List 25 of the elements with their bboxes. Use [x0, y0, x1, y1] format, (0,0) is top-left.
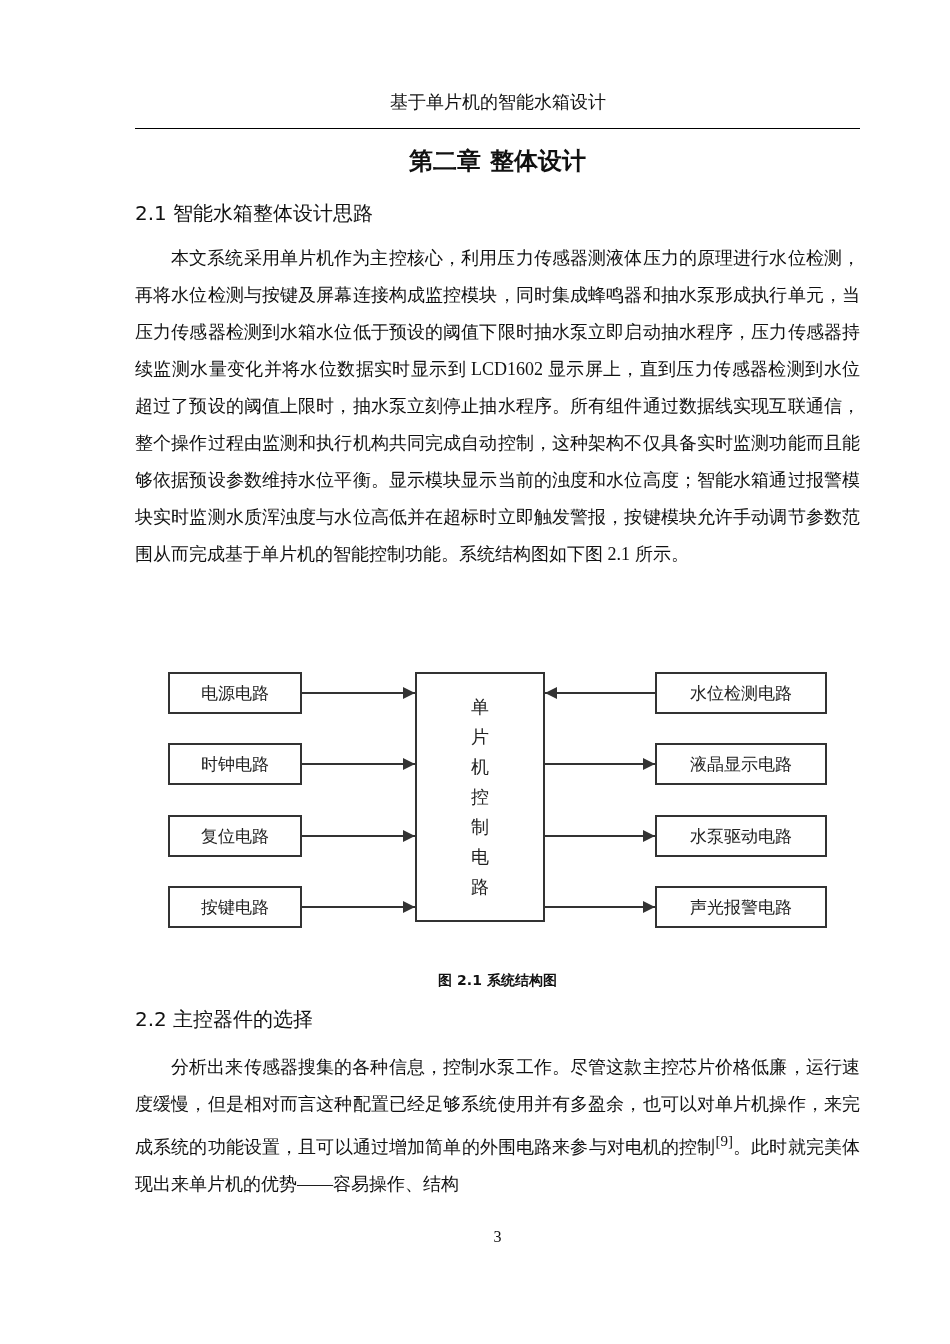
- figure-caption: 图 2.1 系统结构图: [437, 972, 558, 990]
- running-header: 基于单片机的智能水箱设计: [388, 91, 607, 114]
- arrow: [301, 901, 416, 913]
- circuit-box: 复位电路: [168, 815, 302, 857]
- circuit-box: 液晶显示电路: [655, 743, 827, 785]
- page-number: 3: [492, 1228, 503, 1246]
- arrow: [301, 830, 416, 842]
- arrow: [301, 758, 416, 770]
- arrow: [544, 687, 656, 699]
- paragraph: 分析出来传感器搜集的各种信息，控制水泵工作。尽管这款主控芯片价格低廉，运行速度缓慢，但是相对而言这种配置已经足够系统使用并有多盈余，也可以对单片机操作，来完成系统的功能设置，且可以通过增加简单的外围电路来参与对电机的控制$^{[9]}$。此时就完美体现出来单片机的优势——容易操作、结构: [135, 1056, 860, 1196]
- controller-box: 单片机控制电路: [415, 672, 545, 922]
- section-heading: 2.2 主控器件的选择: [135, 1006, 314, 1033]
- circuit-box: 按键电路: [168, 886, 302, 928]
- circuit-box: 时钟电路: [168, 743, 302, 785]
- circuit-box: 声光报警电路: [655, 886, 827, 928]
- arrow: [544, 830, 656, 842]
- circuit-box: 水泵驱动电路: [655, 815, 827, 857]
- arrow: [544, 901, 656, 913]
- section-heading: 2.1 智能水箱整体设计思路: [135, 200, 374, 227]
- arrow: [544, 758, 656, 770]
- paragraph: 本文系统采用单片机作为主控核心，利用压力传感器测液体压力的原理进行水位检测，再将水位检测与按键及屏幕连接构成监控模块，同时集成蜂鸣器和抽水泵形成执行单元，当压力传感器检测到水箱水位低于预设的阈值下限时抽水泵立即启动抽水程序，压力传感器持续监测水量变化并将水位数据实时显示到 LCD1602 显示屏上，直到压力传感器检测到水位超过了预设的阈值上限时，抽水泵立刻停止抽水程序。所有组件通过数据线实现互联通信，整个操作过程由监测和执行机构共同完成自动控制，这种架构不仅具备实时监测功能而且能够依据预设参数维持水位平衡。显示模块显示当前的浊度和水位高度；智能水箱通过报警模块实时监测水质浑浊度与水位高低并在超标时立即触发警报，按键模块允许手动调节参数范围从而完成基于单片机的智能控制功能。系统结构图如下图 2.1 所示。: [135, 247, 860, 566]
- arrow: [301, 687, 416, 699]
- chapter-title: 第二章 整体设计: [408, 146, 587, 177]
- circuit-box: 水位检测电路: [655, 672, 827, 714]
- circuit-box: 电源电路: [168, 672, 302, 714]
